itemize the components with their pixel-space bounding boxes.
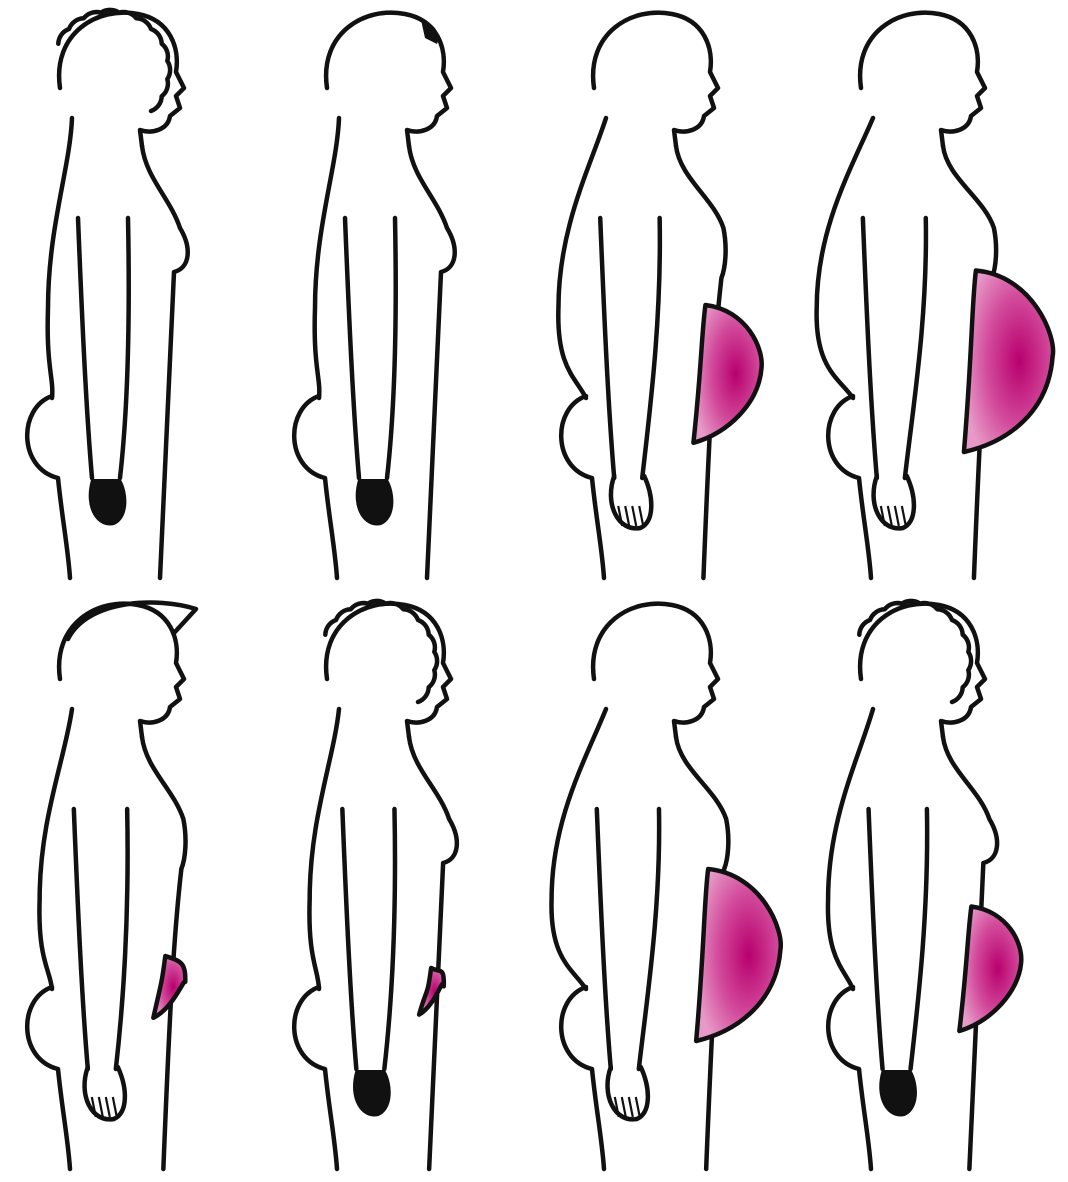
arm-back-edge bbox=[863, 218, 877, 478]
arm-front-edge bbox=[911, 809, 928, 1069]
front-body-line bbox=[142, 737, 186, 1169]
arm-back-edge bbox=[342, 809, 356, 1069]
front-body-line bbox=[409, 146, 455, 578]
finger-line bbox=[888, 506, 892, 526]
finger-line bbox=[895, 506, 899, 526]
front-body-line bbox=[142, 146, 188, 578]
buttock-and-leg-back bbox=[561, 396, 604, 578]
finger-line bbox=[629, 1097, 633, 1117]
back-line bbox=[48, 118, 72, 398]
arm-back-edge bbox=[600, 218, 614, 478]
buttock-and-leg-back bbox=[828, 396, 871, 578]
buttock-and-leg-back bbox=[828, 987, 871, 1169]
abdominal-fat-area bbox=[419, 968, 444, 1015]
abdominal-fat-area bbox=[696, 869, 781, 1041]
abdominal-fat-area bbox=[959, 907, 1021, 1032]
finger-line bbox=[632, 506, 636, 526]
front-body-line bbox=[409, 737, 457, 1169]
arm-front-edge bbox=[639, 809, 659, 1069]
silhouette-r2c1 bbox=[27, 603, 196, 1169]
finger-line bbox=[113, 1097, 117, 1117]
buttock-and-leg-back bbox=[561, 987, 604, 1169]
back-line bbox=[828, 709, 873, 989]
arm-front-edge bbox=[387, 218, 396, 478]
back-line bbox=[558, 118, 606, 398]
fist-icon bbox=[357, 480, 393, 525]
buttock-and-leg-back bbox=[294, 987, 337, 1169]
abdominal-fat-area bbox=[964, 271, 1053, 453]
arm-back-edge bbox=[597, 809, 611, 1069]
curly-hair bbox=[859, 601, 971, 702]
arm-front-edge bbox=[642, 218, 660, 478]
fist-icon bbox=[880, 1071, 916, 1116]
hair-fringe bbox=[421, 20, 438, 44]
arm-back-edge bbox=[78, 218, 92, 478]
open-hand-icon bbox=[874, 476, 914, 528]
head-profile bbox=[593, 604, 718, 737]
back-line bbox=[315, 118, 339, 398]
fist-icon bbox=[90, 480, 126, 525]
curly-hair bbox=[58, 10, 170, 111]
arm-front-edge bbox=[384, 809, 395, 1069]
head-profile bbox=[860, 13, 985, 146]
curly-hair bbox=[325, 601, 437, 702]
head-profile bbox=[593, 13, 718, 146]
silhouette-r1c2 bbox=[294, 13, 455, 578]
arm-back-edge bbox=[869, 809, 883, 1069]
back-line bbox=[39, 709, 72, 989]
abdominal-fat-area bbox=[693, 305, 761, 443]
arm-back-edge bbox=[345, 218, 359, 478]
silhouette-r2c4 bbox=[828, 601, 1021, 1169]
finger-line bbox=[99, 1097, 103, 1117]
silhouette-r1c3 bbox=[558, 13, 761, 578]
silhouette-r2c3 bbox=[551, 604, 780, 1169]
fist-icon bbox=[354, 1071, 390, 1116]
buttock-and-leg-back bbox=[27, 987, 70, 1169]
silhouette-r1c4 bbox=[817, 13, 1053, 578]
arm-front-edge bbox=[905, 218, 926, 478]
open-hand-icon bbox=[85, 1067, 125, 1119]
arm-back-edge bbox=[74, 809, 88, 1069]
finger-line bbox=[625, 506, 629, 526]
arm-front-edge bbox=[116, 809, 128, 1069]
open-hand-icon bbox=[608, 1067, 648, 1119]
silhouette-r1c1 bbox=[27, 10, 188, 578]
hair-quiff bbox=[68, 603, 196, 639]
finger-line bbox=[636, 1097, 640, 1117]
open-hand-icon bbox=[611, 476, 651, 528]
back-line bbox=[309, 709, 339, 989]
arm-front-edge bbox=[120, 218, 129, 478]
buttock-and-leg-back bbox=[27, 396, 70, 578]
finger-line bbox=[106, 1097, 110, 1117]
silhouette-r2c2 bbox=[294, 601, 457, 1169]
buttock-and-leg-back bbox=[294, 396, 337, 578]
finger-line bbox=[639, 506, 643, 526]
finger-line bbox=[902, 506, 906, 526]
finger-line bbox=[622, 1097, 626, 1117]
